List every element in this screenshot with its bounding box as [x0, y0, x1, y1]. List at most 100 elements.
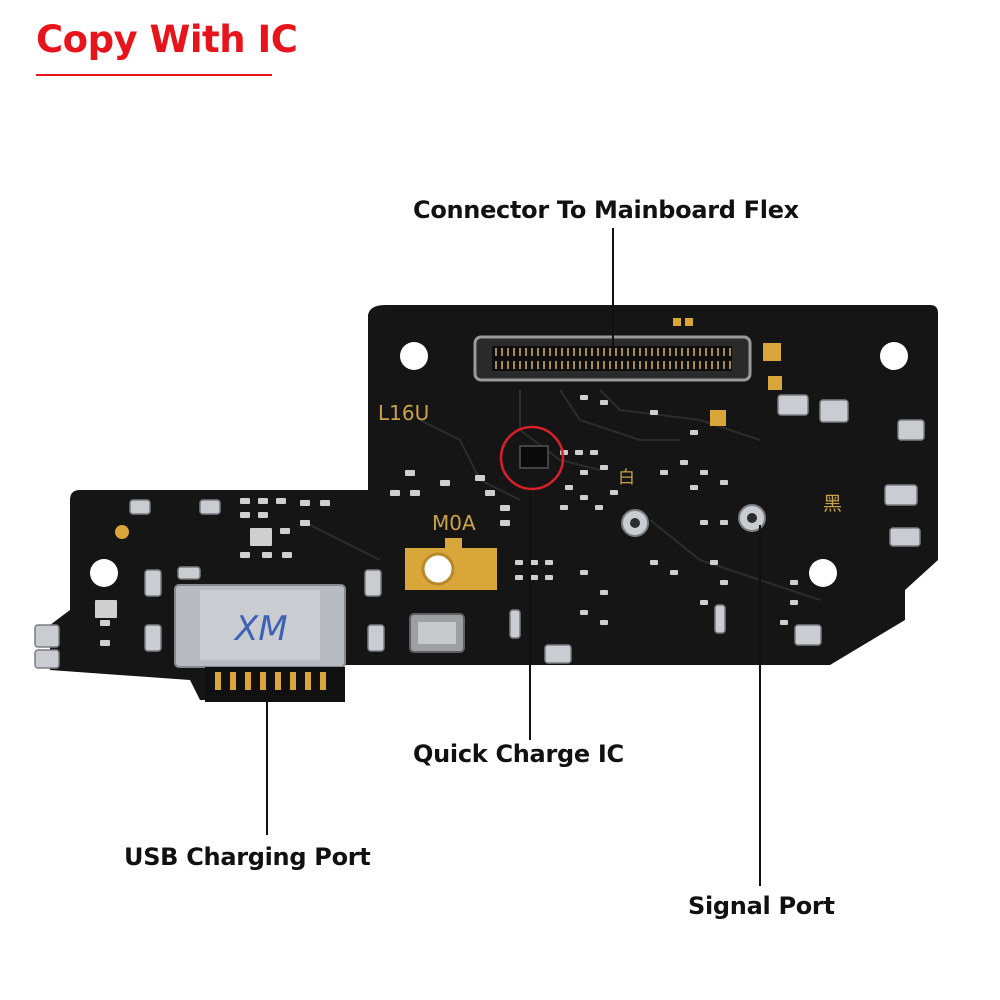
title-underline [36, 74, 272, 76]
smd-part [600, 620, 608, 625]
silkscreen-model: L16U [378, 401, 429, 425]
callout-quick-charge-ic: Quick Charge IC [413, 740, 624, 768]
smd-part [500, 520, 510, 526]
spring-contact [889, 527, 921, 547]
smd-part [600, 400, 608, 405]
usb-pin [275, 672, 281, 690]
smd-part [475, 475, 485, 481]
signal-connector-1 [621, 509, 649, 537]
smd-part [100, 620, 110, 626]
smd-part [580, 395, 588, 400]
smd-part [405, 470, 415, 476]
smd-part [690, 485, 698, 490]
title: Copy With IC [36, 18, 298, 61]
smd-part [580, 470, 588, 475]
spring-contact [199, 499, 221, 515]
callout-signal-port: Signal Port [688, 892, 835, 920]
spring-contact [897, 419, 925, 441]
gold-mount-pad [405, 538, 497, 590]
smd-part [515, 575, 523, 580]
smd-part [720, 480, 728, 485]
smd-part [240, 498, 250, 504]
smd-part [280, 528, 290, 534]
silkscreen-white-char: 白 [618, 468, 635, 488]
smd-part [262, 552, 272, 558]
smd-part [258, 498, 268, 504]
smd-part [720, 520, 728, 525]
smd-part [300, 520, 310, 526]
signal-connector-2 [738, 504, 766, 532]
smd-part [700, 470, 708, 475]
spring-contact [367, 624, 385, 652]
smd-part [580, 610, 588, 615]
smd-part [580, 495, 588, 500]
smd-part [595, 505, 603, 510]
smd-part [580, 570, 588, 575]
pcb-traces [299, 389, 821, 601]
spring-contact [714, 604, 726, 634]
smd-part [600, 465, 608, 470]
spring-contact [177, 566, 201, 580]
smd-part [485, 490, 495, 496]
callout-usb-port: USB Charging Port [124, 843, 371, 871]
smd-part [545, 560, 553, 565]
smd-part [660, 470, 668, 475]
mounting-holes [90, 342, 908, 587]
smd-part [530, 575, 538, 580]
spring-contact [884, 484, 918, 506]
usb-marking: XM [233, 609, 288, 649]
smd-part [780, 620, 788, 625]
smd-part [300, 500, 310, 506]
smd-part [610, 490, 618, 495]
usb-pin [305, 672, 311, 690]
smd-part [240, 512, 250, 518]
smd-part [710, 560, 718, 565]
callout-connector: Connector To Mainboard Flex [413, 196, 799, 224]
smd-part [410, 490, 420, 496]
spring-contact [34, 649, 60, 669]
gold-pads [115, 318, 782, 539]
usb-pin [230, 672, 236, 690]
spring-contact [509, 609, 521, 639]
smd-part [670, 570, 678, 575]
callout-lines [266, 228, 761, 886]
spring-contact [364, 569, 382, 597]
quick-charge-ic [499, 425, 565, 491]
smd-part [700, 600, 708, 605]
smd-part [600, 590, 608, 595]
smd-part [650, 410, 658, 415]
smd-part [545, 575, 553, 580]
smd-part [240, 552, 250, 558]
spring-contact [129, 499, 151, 515]
usb-pin [320, 672, 326, 690]
smd-part [690, 430, 698, 435]
spring-contact [794, 624, 822, 646]
smd-part [560, 505, 568, 510]
smd-part [320, 500, 330, 506]
smd-part [590, 450, 598, 455]
smd-part [95, 600, 117, 618]
smd-part [790, 580, 798, 585]
smd-part [530, 560, 538, 565]
spring-contact [144, 569, 162, 597]
silkscreen-black-char: 黑 [823, 493, 842, 515]
spring-contact [777, 394, 809, 416]
usb-pin [260, 672, 266, 690]
spring-contact [544, 644, 572, 664]
smd-part [720, 580, 728, 585]
microphone [409, 613, 465, 653]
smd-part [700, 520, 708, 525]
usb-charging-port: XM [174, 584, 346, 702]
spring-contact [819, 399, 849, 423]
smd-part [276, 498, 286, 504]
smd-part [258, 512, 268, 518]
spring-contacts [34, 394, 925, 669]
smd-part [440, 480, 450, 486]
usb-pin [290, 672, 296, 690]
usb-pin [245, 672, 251, 690]
smd-part [515, 560, 523, 565]
smd-part [565, 485, 573, 490]
smd-part [790, 600, 798, 605]
smd-components [95, 395, 798, 646]
